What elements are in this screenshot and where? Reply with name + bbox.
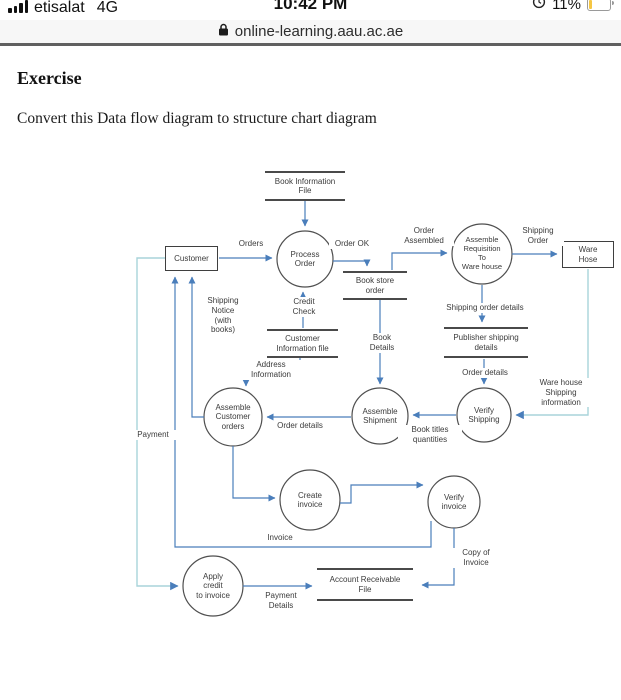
flow-invoice [171, 276, 432, 548]
flow-label-order-ok: Order OK [329, 239, 375, 249]
carrier-label: etisalat [34, 0, 85, 16]
flow-label-payment: Payment [130, 430, 176, 440]
clock-label: 10:42 PM [273, 0, 348, 13]
status-right: 11% [532, 0, 614, 13]
url-text: online-learning.aau.ac.ae [234, 23, 404, 40]
flow-to-create-invoice [232, 446, 276, 502]
page-title: Exercise [17, 68, 82, 88]
flow-create-to-verify-invoice [340, 481, 424, 504]
flow-label-payment-details: Payment Details [253, 591, 309, 611]
datastore-customer-information-file: Customer Information file [267, 329, 338, 358]
flow-warehouse-shipping-info [515, 269, 589, 420]
process-order: Process Order [290, 249, 320, 268]
flow-label-warehouse-shipping-info: Ware house Shipping information [528, 378, 594, 408]
flow-shipping-notice [188, 276, 204, 418]
process-verify-invoice: Verify invoice [441, 492, 467, 511]
create-invoice-circle [279, 469, 341, 531]
process-assemble-customer-orders: Assemble Customer orders [215, 402, 251, 431]
flow-label-copy-of-invoice: Copy of Invoice [449, 548, 503, 568]
flow-label-credit-check: Credit Check [281, 297, 327, 317]
flow-label-shipping-order: Shipping Order [512, 226, 564, 246]
flow-label-order-assembled: Order Assembled [394, 226, 454, 246]
flow-payment [136, 257, 179, 591]
battery-icon [587, 0, 614, 11]
status-bar: etisalat 4G 10:42 PM 11% [0, 0, 621, 20]
process-verify-shipping: Verify Shipping [468, 405, 500, 424]
flow-label-book-details: Book Details [359, 333, 405, 353]
alarm-clock-icon [532, 0, 546, 13]
flow-label-orders: Orders [228, 239, 274, 249]
process-assemble-requisition: Assemble Requisition To Ware house [461, 235, 503, 271]
flow-label-book-titles-quantities: Book titles quantities [398, 425, 462, 445]
status-left: etisalat 4G [8, 0, 118, 17]
entity-warehouse: Ware Hose [562, 241, 614, 268]
cellular-signal-icon [8, 0, 28, 13]
flow-label-shipping-notice: Shipping Notice (with books) [196, 296, 250, 335]
verify-shipping-circle [456, 387, 512, 443]
process-apply-credit: Apply credit to invoice [196, 571, 230, 600]
flow-order-ok [333, 259, 371, 267]
datastore-book-information-file: Book Information File [265, 171, 345, 201]
flow-label-address-information: Address Information [238, 360, 304, 380]
datastore-book-store-order: Book store order [343, 271, 407, 300]
flow-copy-of-invoice [421, 528, 455, 589]
lock-icon [218, 23, 229, 40]
flow-label-order-details-left: Order details [267, 421, 333, 431]
flow-order-assembled [391, 249, 448, 270]
process-create-invoice: Create invoice [297, 490, 323, 509]
flow-label-order-details-right: Order details [452, 368, 518, 378]
battery-percent-label: 11% [552, 0, 581, 13]
flow-label-invoice: Invoice [252, 533, 308, 543]
browser-chrome-divider [0, 43, 621, 46]
instruction-text: Convert this Data flow diagram to struct… [17, 110, 377, 127]
address-bar[interactable]: online-learning.aau.ac.ae [0, 20, 621, 43]
flow-label-shipping-order-details: Shipping order details [432, 303, 538, 313]
entity-customer: Customer [165, 246, 218, 271]
process-order-circle [276, 230, 334, 288]
datastore-account-receivable-file: Account Receivable File [317, 568, 413, 601]
network-type-label: 4G [96, 0, 119, 16]
assemble-shipment-circle [351, 387, 409, 445]
process-assemble-shipment: Assemble Shipment [362, 406, 398, 425]
datastore-publisher-shipping-details: Publisher shipping details [444, 327, 528, 358]
